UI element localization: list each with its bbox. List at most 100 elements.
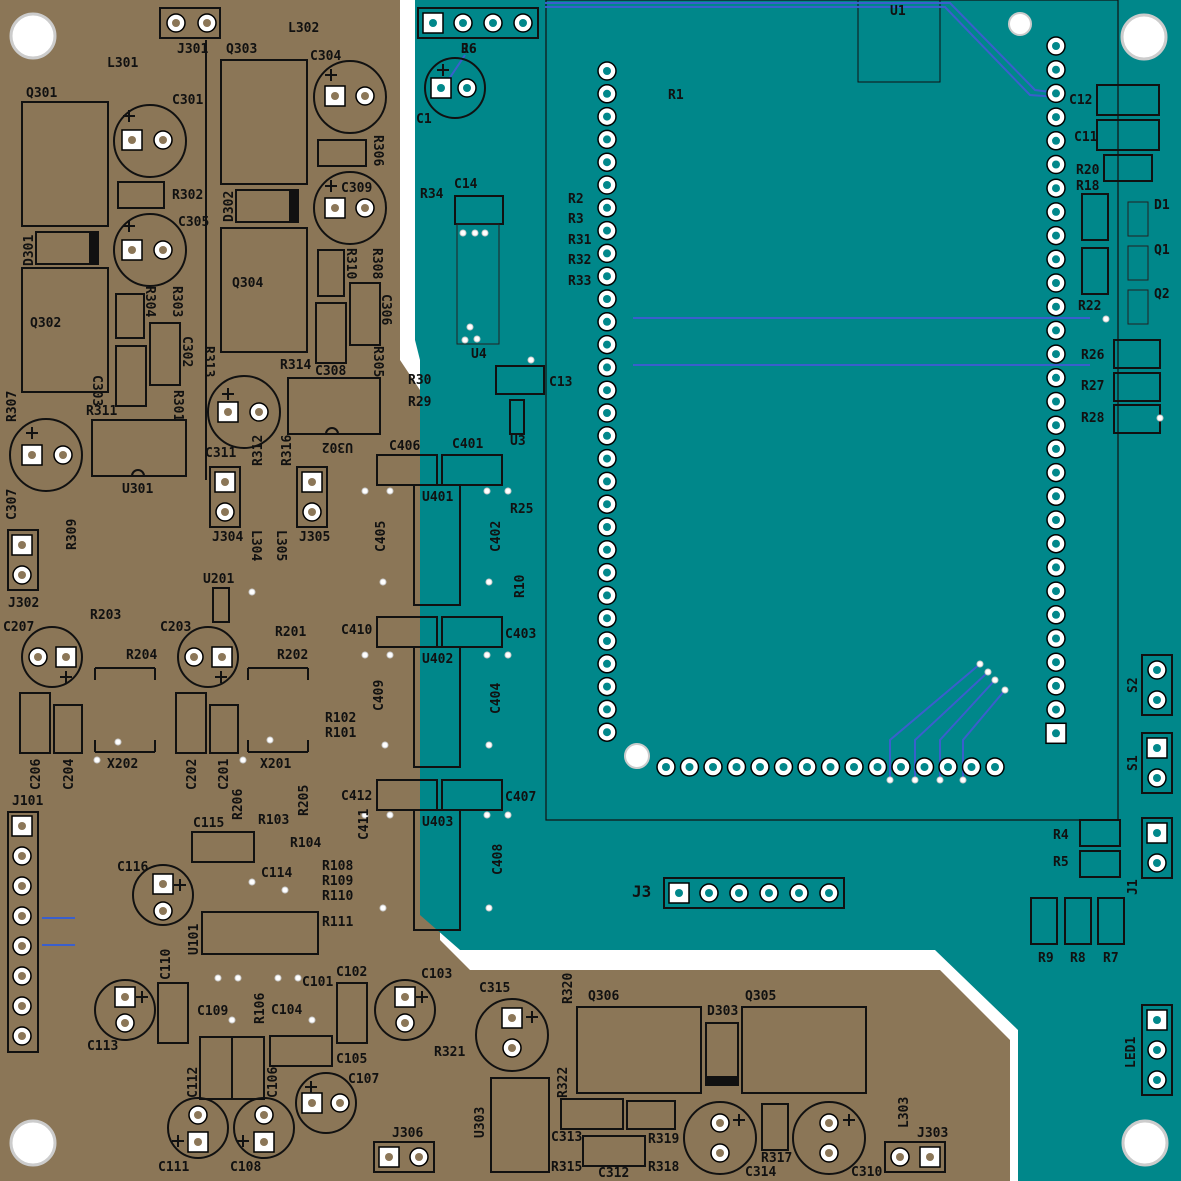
module-outline bbox=[545, 0, 1119, 821]
label-J3: J3 bbox=[632, 882, 651, 901]
label-U403: U403 bbox=[422, 815, 453, 830]
label-C305: C305 bbox=[178, 215, 209, 230]
label-J305: J305 bbox=[299, 530, 330, 545]
label-R1: R1 bbox=[668, 88, 684, 103]
label-C115: C115 bbox=[193, 816, 224, 831]
label-D303: D303 bbox=[707, 1004, 738, 1019]
label-Q305: Q305 bbox=[745, 989, 776, 1004]
label-S2: S2 bbox=[1126, 677, 1141, 693]
label-C105: C105 bbox=[336, 1052, 367, 1067]
label-D301: D301 bbox=[22, 235, 37, 266]
label-C314: C314 bbox=[745, 1165, 776, 1180]
label-R201: R201 bbox=[275, 625, 306, 640]
label-C403: C403 bbox=[505, 627, 536, 642]
reference-designators: L301 L302 J301 Q301 Q303 C304 C301 R306 … bbox=[3, 4, 1170, 1181]
label-J1: J1 bbox=[1126, 879, 1141, 895]
label-R204: R204 bbox=[126, 648, 157, 663]
label-C116: C116 bbox=[117, 860, 148, 875]
label-C412: C412 bbox=[341, 789, 372, 804]
left-copper-pour bbox=[0, 0, 1010, 1181]
label-R109: R109 bbox=[322, 874, 353, 889]
label-R320: R320 bbox=[561, 973, 576, 1004]
label-C409: C409 bbox=[372, 680, 387, 711]
label-L304: L304 bbox=[248, 530, 263, 561]
label-R106: R106 bbox=[253, 993, 268, 1024]
label-R312: R312 bbox=[251, 435, 266, 466]
label-R6: R6 bbox=[461, 42, 477, 57]
label-LED1: LED1 bbox=[1124, 1037, 1139, 1068]
label-R315: R315 bbox=[551, 1160, 582, 1175]
label-C315: C315 bbox=[479, 981, 510, 996]
label-C303: C303 bbox=[89, 375, 104, 406]
pads bbox=[11, 12, 1168, 1168]
label-R32: R32 bbox=[568, 253, 591, 268]
label-R302: R302 bbox=[172, 188, 203, 203]
label-C206: C206 bbox=[29, 759, 44, 790]
label-U401: U401 bbox=[422, 490, 453, 505]
label-Q303: Q303 bbox=[226, 42, 257, 57]
label-R3: R3 bbox=[568, 212, 584, 227]
module-right-pins bbox=[1045, 36, 1067, 745]
label-C202: C202 bbox=[185, 759, 200, 790]
label-J303: J303 bbox=[917, 1126, 948, 1141]
label-R110: R110 bbox=[322, 889, 353, 904]
label-R301: R301 bbox=[170, 390, 185, 421]
label-R308: R308 bbox=[369, 248, 384, 279]
label-C109: C109 bbox=[197, 1004, 228, 1019]
label-C410: C410 bbox=[341, 623, 372, 638]
silkscreen-parts bbox=[19, 40, 1161, 1173]
label-C104: C104 bbox=[271, 1003, 302, 1018]
label-C408: C408 bbox=[491, 844, 506, 875]
label-C310: C310 bbox=[851, 1165, 882, 1180]
label-C304: C304 bbox=[310, 49, 341, 64]
label-C309: C309 bbox=[341, 181, 372, 196]
label-J6: J6 bbox=[461, 42, 477, 57]
polarity-marks bbox=[26, 64, 855, 1147]
label-C111: C111 bbox=[158, 1160, 189, 1175]
label-R18: R18 bbox=[1076, 179, 1100, 194]
label-Q301: Q301 bbox=[26, 86, 57, 101]
label-C311: C311 bbox=[205, 446, 236, 461]
label-R306: R306 bbox=[370, 135, 385, 166]
label-C402: C402 bbox=[489, 521, 504, 552]
label-J306: J306 bbox=[392, 1126, 423, 1141]
label-R101: R101 bbox=[325, 726, 356, 741]
label-C13: C13 bbox=[549, 375, 572, 390]
label-C411: C411 bbox=[357, 809, 372, 840]
label-U302: U302 bbox=[322, 439, 353, 454]
label-C312: C312 bbox=[598, 1166, 629, 1181]
label-C102: C102 bbox=[336, 965, 367, 980]
label-C306: C306 bbox=[378, 294, 393, 325]
label-R304: R304 bbox=[142, 286, 157, 317]
electrolytic-capacitors bbox=[9, 57, 866, 1175]
label-C203: C203 bbox=[160, 620, 191, 635]
label-C112: C112 bbox=[186, 1067, 201, 1098]
label-R319: R319 bbox=[648, 1132, 679, 1147]
label-Q1: Q1 bbox=[1154, 243, 1170, 258]
label-C110: C110 bbox=[159, 949, 174, 980]
label-R10: R10 bbox=[513, 574, 528, 598]
label-C407: C407 bbox=[505, 790, 536, 805]
label-R316: R316 bbox=[280, 435, 295, 466]
label-Q2: Q2 bbox=[1154, 287, 1170, 302]
label-R104: R104 bbox=[290, 836, 321, 851]
silkscreen-light-outlines bbox=[456, 201, 1149, 345]
label-L301: L301 bbox=[107, 56, 138, 71]
label-R111: R111 bbox=[322, 915, 353, 930]
label-R28: R28 bbox=[1081, 411, 1105, 426]
label-R7: R7 bbox=[1103, 951, 1119, 966]
label-Q302: Q302 bbox=[30, 316, 61, 331]
label-J304: J304 bbox=[212, 530, 243, 545]
label-R9: R9 bbox=[1038, 951, 1054, 966]
label-J302: J302 bbox=[8, 596, 39, 611]
label-C307: C307 bbox=[5, 489, 20, 520]
label-C401: C401 bbox=[452, 437, 483, 452]
label-R20: R20 bbox=[1076, 163, 1100, 178]
label-R30: R30 bbox=[408, 373, 432, 388]
label-R34: R34 bbox=[420, 187, 444, 202]
label-R103: R103 bbox=[258, 813, 289, 828]
label-L303: L303 bbox=[897, 1097, 912, 1128]
mounting-holes bbox=[9, 12, 1169, 1167]
label-U301: U301 bbox=[122, 482, 153, 497]
